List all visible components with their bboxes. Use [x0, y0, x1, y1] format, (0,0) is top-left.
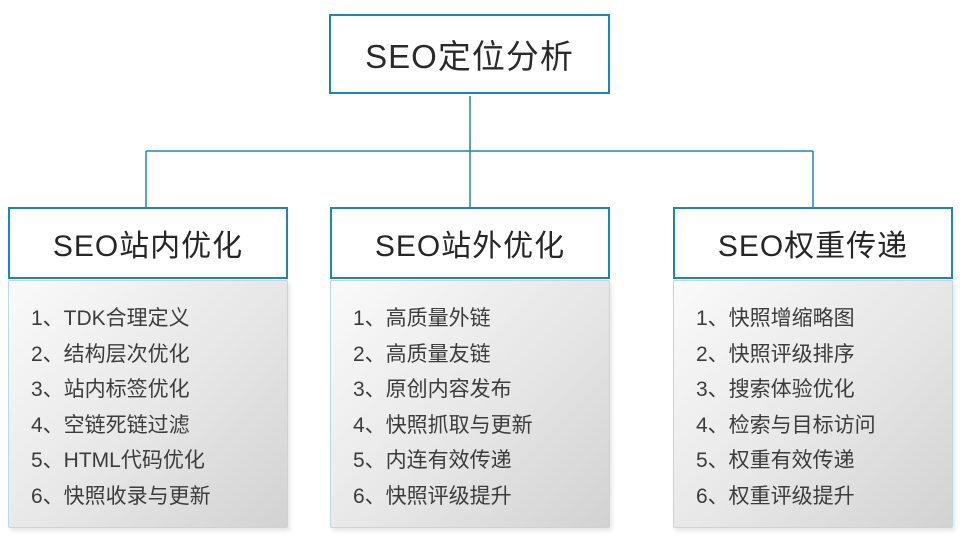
list-item: 2、高质量友链: [353, 342, 491, 366]
column-weight: SEO权重传递 1、快照增缩略图 2、快照评级排序 3、搜索体验优化 4、检索与…: [673, 207, 953, 528]
list-item: 6、权重评级提升: [696, 484, 855, 508]
list-item: 4、空链死链过滤: [31, 413, 190, 437]
header-onsite-title: SEO站内优化: [52, 230, 244, 263]
header-offsite: SEO站外优化: [330, 207, 610, 279]
root-node: SEO定位分析: [329, 14, 610, 94]
column-onsite: SEO站内优化 1、TDK合理定义 2、结构层次优化 3、站内标签优化 4、空链…: [8, 207, 288, 528]
list-item: 1、TDK合理定义: [31, 307, 190, 330]
list-offsite: 1、高质量外链 2、高质量友链 3、原创内容发布 4、快照抓取与更新 5、内连有…: [330, 280, 610, 528]
root-title: SEO定位分析: [365, 38, 574, 75]
list-onsite: 1、TDK合理定义 2、结构层次优化 3、站内标签优化 4、空链死链过滤 5、H…: [8, 280, 288, 528]
list-item: 1、快照增缩略图: [696, 307, 855, 330]
list-item: 6、快照评级提升: [353, 484, 512, 508]
header-weight: SEO权重传递: [673, 207, 953, 279]
list-item: 4、快照抓取与更新: [353, 413, 533, 437]
list-item: 3、原创内容发布: [353, 378, 512, 401]
list-item: 5、内连有效传递: [353, 449, 512, 472]
list-item: 2、快照评级排序: [696, 342, 855, 366]
header-weight-title: SEO权重传递: [717, 230, 909, 263]
list-item: 3、搜索体验优化: [696, 378, 855, 401]
list-weight: 1、快照增缩略图 2、快照评级排序 3、搜索体验优化 4、检索与目标访问 5、权…: [673, 280, 953, 528]
list-item: 6、快照收录与更新: [31, 484, 211, 508]
list-item: 3、站内标签优化: [31, 378, 190, 401]
list-item: 4、检索与目标访问: [696, 413, 876, 437]
list-item: 5、权重有效传递: [696, 449, 855, 472]
header-offsite-title: SEO站外优化: [374, 230, 566, 263]
list-item: 5、HTML代码优化: [31, 449, 205, 472]
list-item: 1、高质量外链: [353, 307, 491, 330]
header-onsite: SEO站内优化: [8, 207, 288, 279]
list-item: 2、结构层次优化: [31, 342, 190, 366]
column-offsite: SEO站外优化 1、高质量外链 2、高质量友链 3、原创内容发布 4、快照抓取与…: [330, 207, 610, 528]
